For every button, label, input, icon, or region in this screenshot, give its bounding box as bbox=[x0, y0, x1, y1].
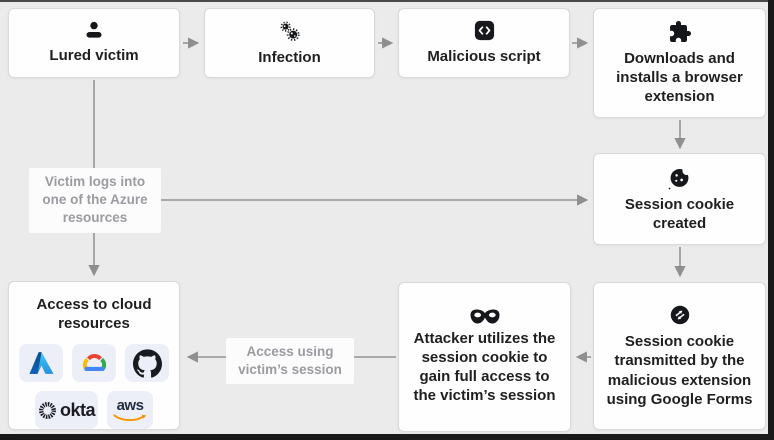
frame-edge-top bbox=[0, 0, 774, 2]
node-label: Infection bbox=[258, 48, 321, 66]
aws-wordmark: aws bbox=[116, 396, 144, 414]
virus-icon bbox=[277, 19, 302, 43]
node-lured-victim: Lured victim bbox=[8, 8, 180, 78]
google-cloud-logo bbox=[72, 344, 116, 383]
cookie-icon bbox=[667, 165, 692, 190]
node-browser-extension: Downloads and installs a browser extensi… bbox=[593, 8, 766, 118]
frame-edge-bottom bbox=[0, 434, 774, 440]
node-attacker-utilizes: Attacker utilizes the session cookie to … bbox=[398, 282, 571, 432]
frame-edge-right bbox=[768, 0, 774, 440]
person-icon bbox=[82, 20, 106, 41]
edge-label-azure-login: Victim logs into one of the Azure resour… bbox=[29, 168, 161, 233]
node-label: Access to cloud resources bbox=[36, 296, 152, 333]
node-label: Malicious script bbox=[427, 48, 541, 66]
node-cookie-transmitted: Session cookie transmitted by the malici… bbox=[593, 282, 766, 430]
node-label: Lured victim bbox=[49, 47, 139, 65]
azure-logo bbox=[19, 344, 63, 383]
node-cloud-resources: Access to cloud resources bbox=[8, 281, 180, 430]
node-label: Downloads and installs a browser extensi… bbox=[616, 49, 743, 106]
puzzle-icon bbox=[668, 20, 692, 44]
node-session-cookie-created: Session cookie created bbox=[593, 153, 766, 245]
aws-logo: aws bbox=[107, 391, 153, 430]
github-logo bbox=[125, 344, 169, 383]
okta-logo: okta bbox=[35, 391, 98, 430]
code-icon bbox=[473, 19, 496, 42]
node-infection: Infection bbox=[204, 8, 375, 78]
node-label: Attacker utilizes the session cookie to … bbox=[413, 329, 556, 405]
node-label: Session cookie created bbox=[624, 195, 735, 232]
node-malicious-script: Malicious script bbox=[398, 8, 570, 78]
okta-wordmark: okta bbox=[59, 400, 96, 421]
cloud-logo-grid: okta aws bbox=[19, 344, 169, 430]
node-label: Session cookie transmitted by the malici… bbox=[606, 333, 753, 408]
mask-icon bbox=[469, 309, 500, 324]
edge-label-session-access: Access using victim’s session bbox=[226, 338, 354, 385]
transfer-icon bbox=[668, 303, 692, 327]
